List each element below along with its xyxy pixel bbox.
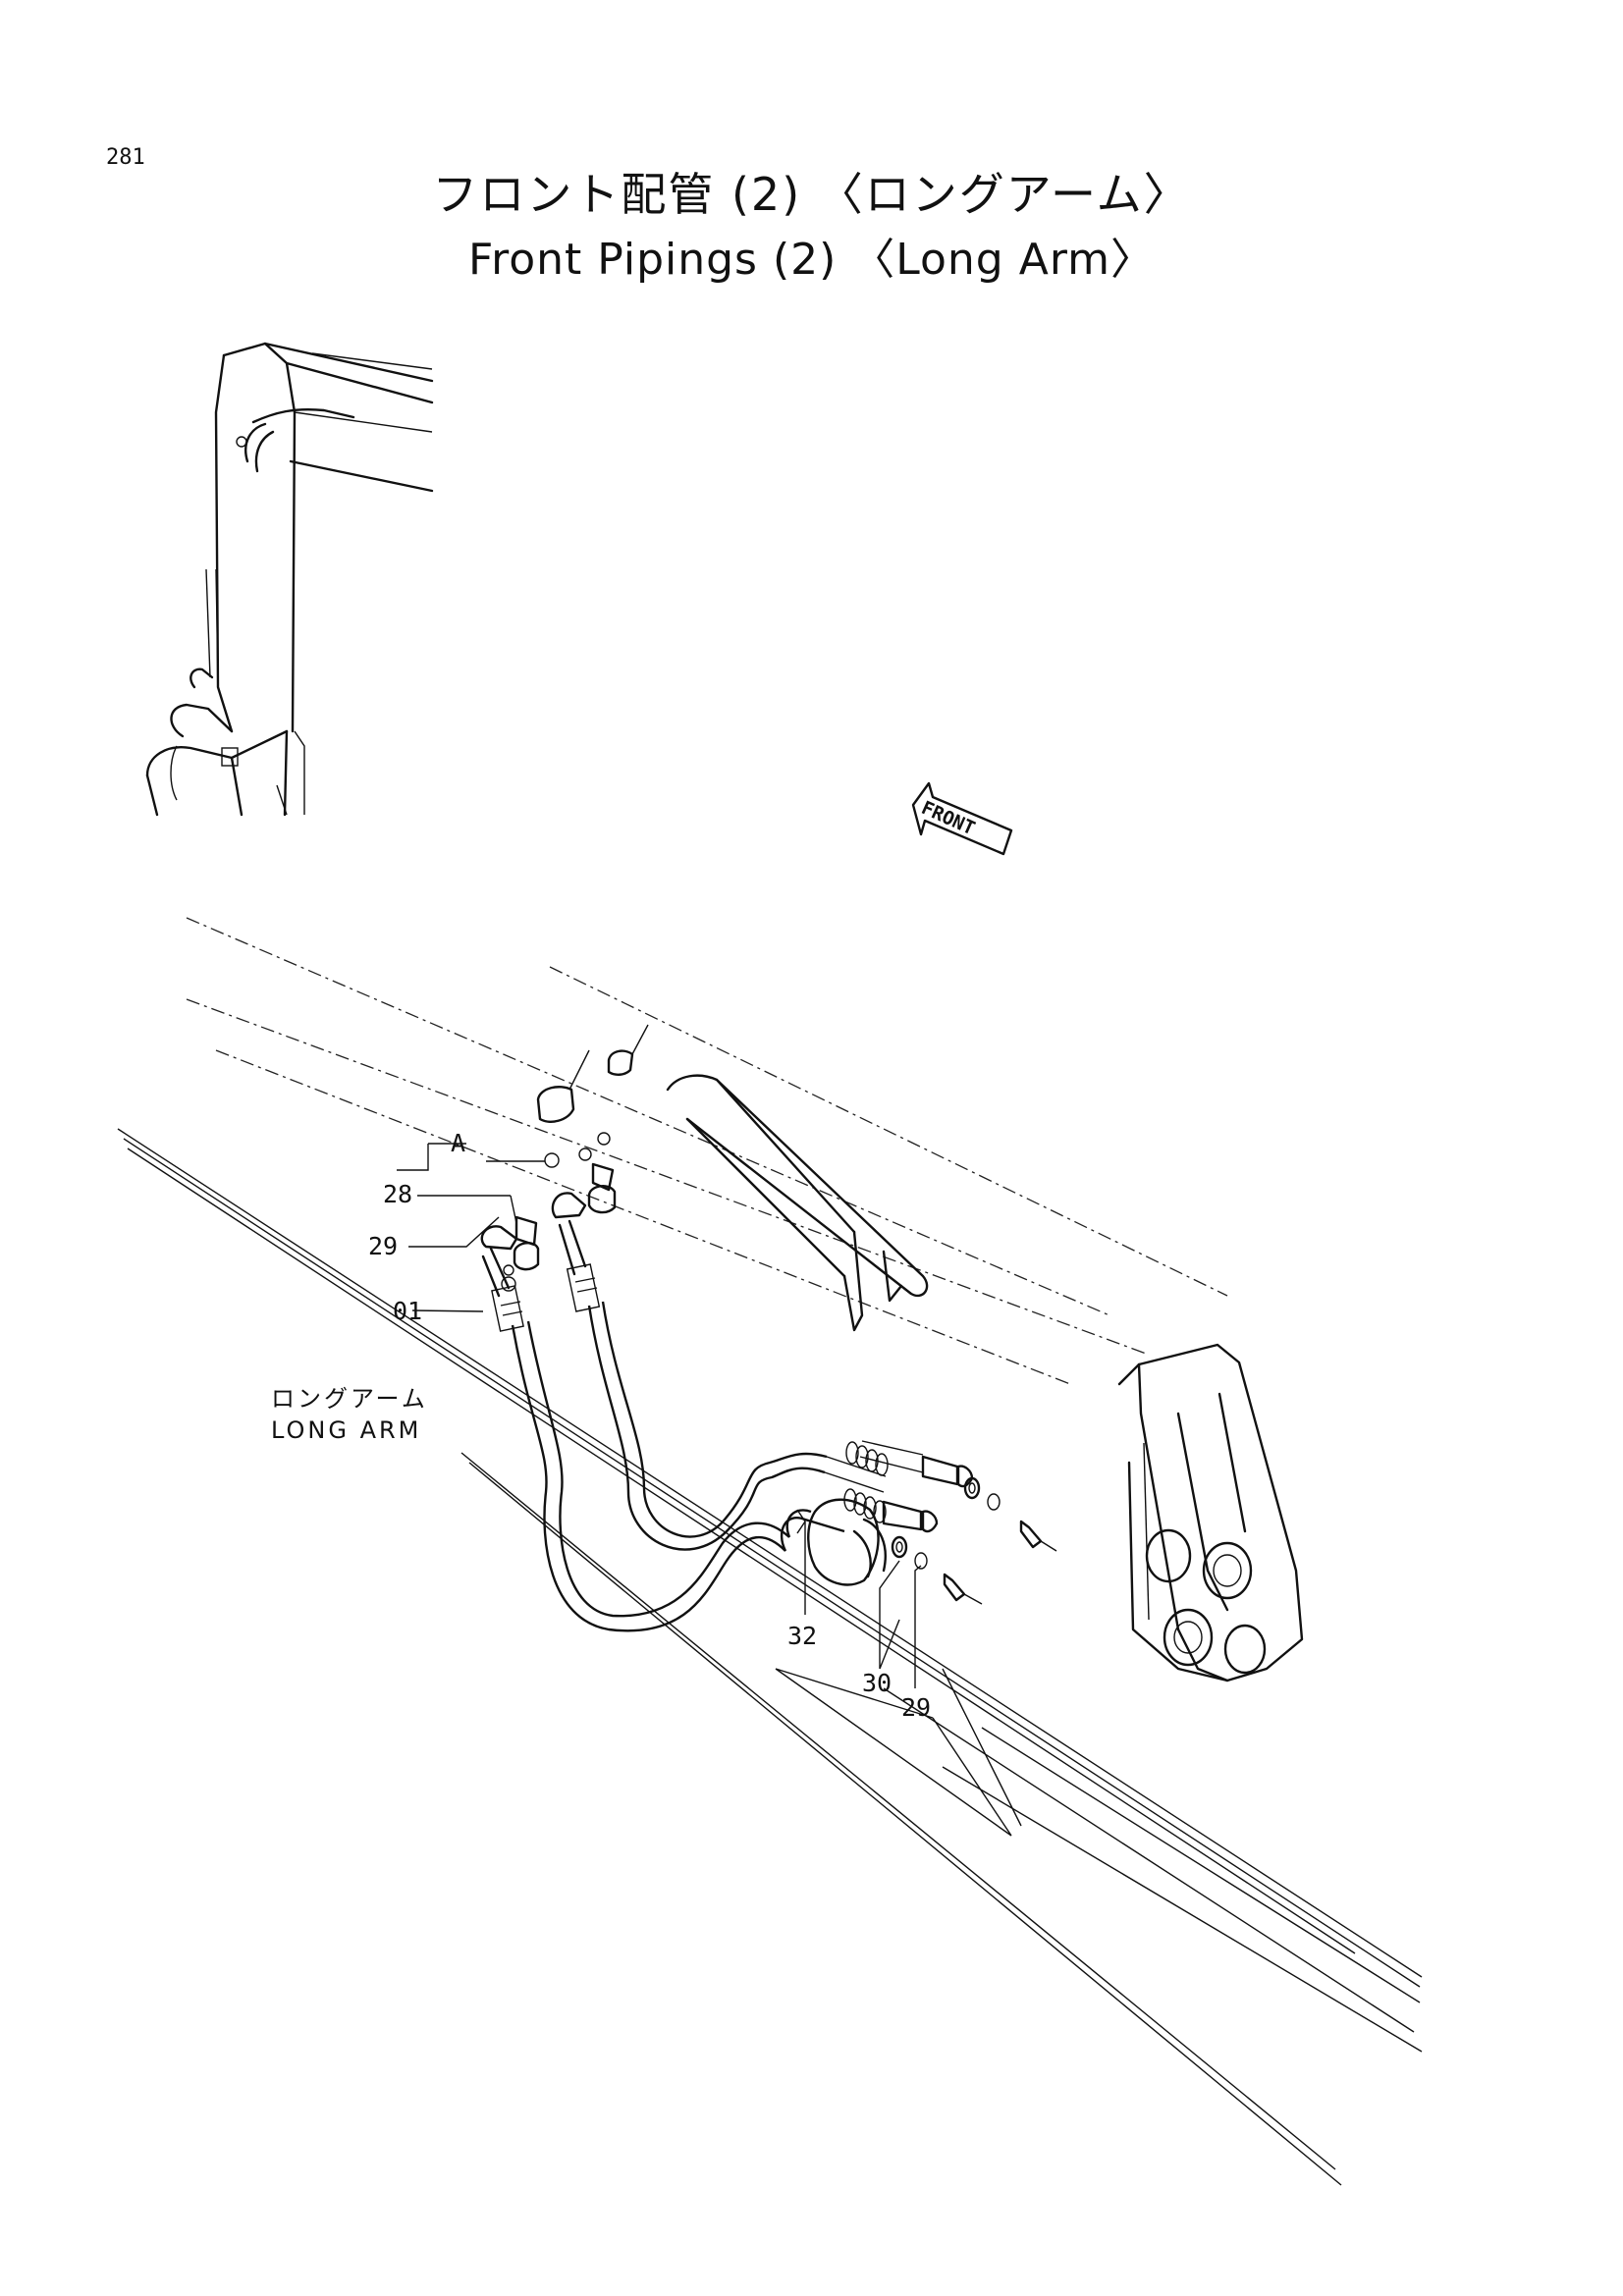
page-number: 281 <box>106 145 145 170</box>
callout-01: 01 <box>393 1297 423 1325</box>
callout-28: 28 <box>383 1180 413 1208</box>
callout-29-top: 29 <box>368 1232 399 1260</box>
long-arm-body <box>117 917 1423 2186</box>
callout-29-bottom: 29 <box>901 1693 932 1722</box>
callout-a: A <box>451 1129 466 1157</box>
machine-overview-inset <box>145 342 434 817</box>
arm-note-japanese: ロングアーム <box>271 1385 428 1413</box>
callout-32: 32 <box>787 1622 818 1650</box>
title-english: Front Pipings (2) 〈Long Arm〉 <box>468 235 1155 285</box>
callout-30: 30 <box>862 1669 893 1697</box>
lower-pipe-connectors <box>807 1440 1057 1605</box>
front-direction-arrow <box>911 781 1013 856</box>
arm-note-english: LONG ARM <box>271 1416 422 1444</box>
title-japanese: フロント配管 (2) 〈ロングアーム〉 <box>432 168 1191 221</box>
hose-assemblies <box>480 1192 845 1632</box>
upper-pipe-connectors <box>501 1024 649 1292</box>
callout-leader-lines <box>397 1143 922 1688</box>
